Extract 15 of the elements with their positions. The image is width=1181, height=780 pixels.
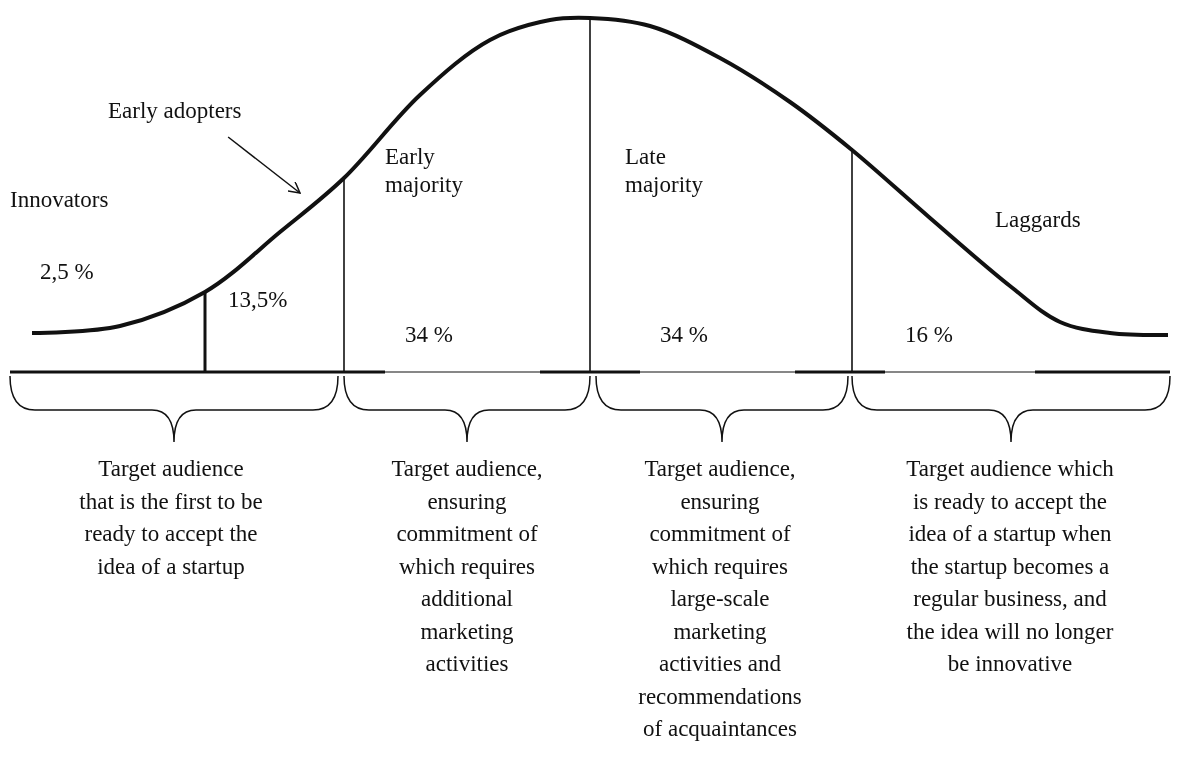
percentage-label: 16 % [905, 321, 953, 349]
category-label: Early adopters [108, 98, 242, 123]
percentage-label: 34 % [405, 321, 453, 349]
segment-description: Target audience, ensuring commitment of which requires large-scale marketing activities and recommendations of acquaintances [637, 455, 803, 743]
category-label: Laggards [995, 206, 1081, 234]
percentage-label: 13,5% [228, 286, 288, 314]
segment-description: Target audience, ensuring commitment of which requires additional marketing activities [390, 455, 544, 678]
category-label: Innovators [10, 186, 109, 214]
percentage-label: 34 % [660, 321, 708, 349]
segment-description: Target audience which is ready to accept the idea of a startup when the startup becomes a regular business, and the idea will no longer be innovative [905, 455, 1115, 678]
segment-description: Target audience that is the first to be ready to accept the idea of a startup [78, 455, 264, 581]
category-label: Late majority [625, 143, 704, 199]
percentage-label: 2,5 % [40, 258, 94, 286]
arrow [227, 136, 301, 194]
category-label: Early majority [385, 143, 464, 199]
